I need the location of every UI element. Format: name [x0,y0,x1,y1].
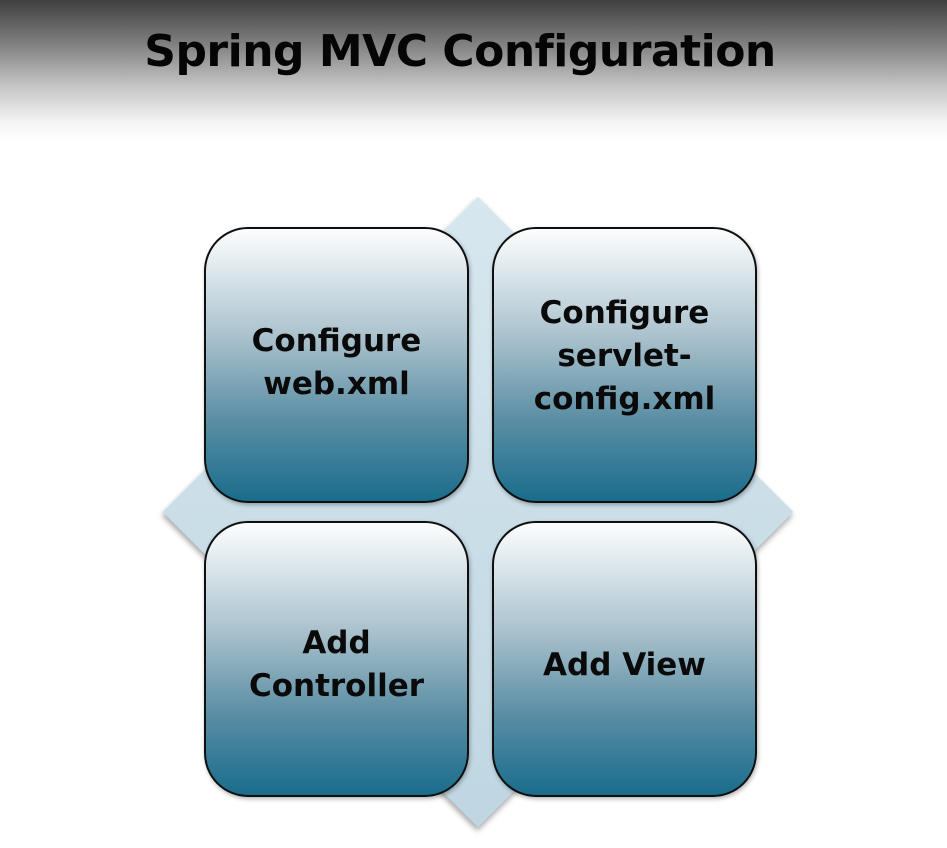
step-label: Configure servlet- config.xml [533,294,716,417]
step-card-configure-web-xml: Configure web.xml [204,227,469,503]
step-card-add-view: Add View [492,521,757,797]
step-label: Configure web.xml [251,323,422,402]
slide-title: Spring MVC Configuration [144,26,776,77]
step-label: Add View [543,646,706,683]
step-card-configure-servlet-config: Configure servlet- config.xml [492,227,757,503]
step-card-add-controller: Add Controller [204,521,469,797]
title-banner [0,0,947,140]
step-label: Add Controller [248,625,425,704]
